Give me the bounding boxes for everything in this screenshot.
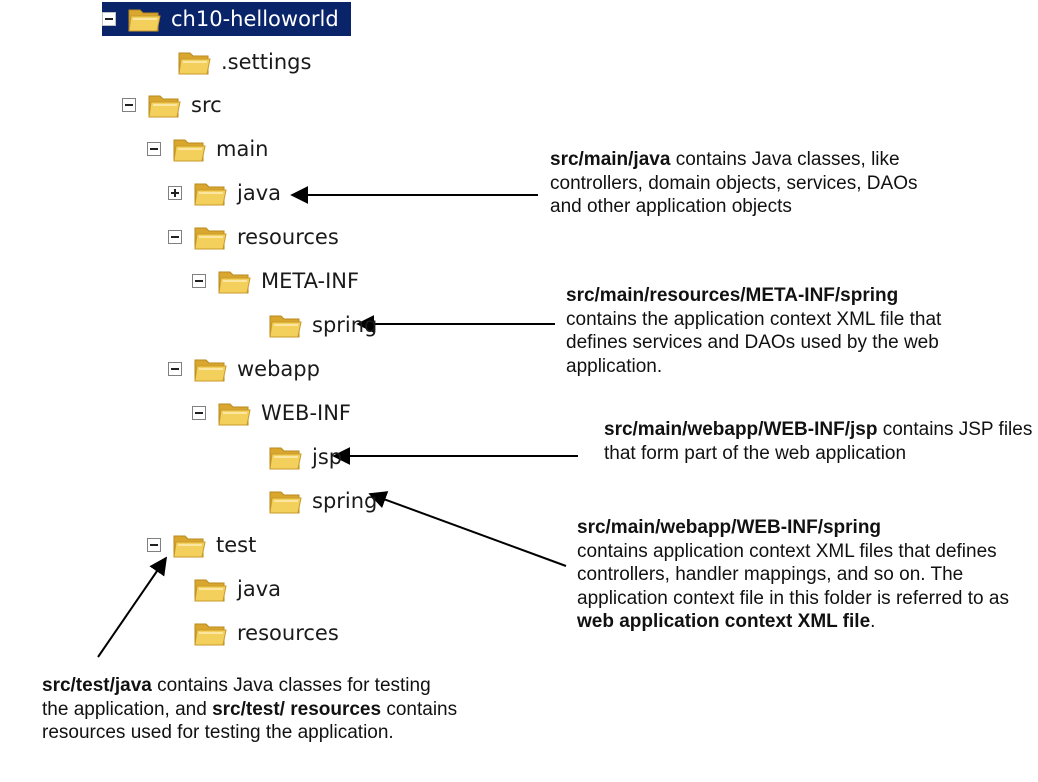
callout-test: src/test/java contains Java classes for … [42,674,462,745]
spacer [168,582,182,596]
folder-icon [147,91,181,119]
tree-node[interactable]: webapp [168,352,320,386]
term-web-app-context: web application context XML file [577,611,871,632]
arrow-test [97,556,168,658]
folder-icon [217,399,251,427]
tree-node-label: resources [237,621,339,645]
expand-icon[interactable] [168,186,182,200]
folder-icon [268,487,302,515]
tree-node[interactable]: java [168,176,281,210]
path-test-resources: src/test/ resources [212,698,382,720]
tree-node[interactable]: spring [243,484,377,518]
collapse-icon[interactable] [168,362,182,376]
spacer [168,626,182,640]
tree-node[interactable]: main [147,132,268,166]
tree-node-label: WEB-INF [261,401,351,425]
desc-webinf-spring-end: . [870,611,876,632]
desc-meta-inf-spring: contains the application context XML fil… [566,308,942,377]
desc-main-java: contains Java classes, like controllers,… [550,149,918,217]
collapse-icon[interactable] [147,538,161,552]
tree-node[interactable]: META-INF [192,264,359,298]
desc-webinf-jsp: contains JSP files that form part of the… [604,419,1033,464]
tree-node-label: webapp [237,357,320,381]
tree-node[interactable]: test [147,528,256,562]
tree-node[interactable]: src [122,88,222,122]
folder-icon [217,267,251,295]
callout-webinf-jsp: src/main/webapp/WEB-INF/jsp contains JSP… [604,418,1034,465]
spacer [152,55,166,69]
callout-meta-inf-spring: src/main/resources/META-INF/spring conta… [566,284,1006,378]
path-main-java: src/main/java [550,149,671,170]
spacer [243,494,257,508]
desc-test-1: contains Java classes for testing the ap… [42,675,431,720]
collapse-icon[interactable] [192,406,206,420]
desc-test-2: contains resources used for testing the … [42,698,458,744]
tree-node-label: .settings [221,50,312,74]
path-test-java: src/test/java [42,675,152,696]
path-webinf-spring: src/main/webapp/WEB-INF/spring [577,517,882,538]
folder-icon [172,531,206,559]
tree-node-label: resources [237,225,339,249]
tree-node-label: spring [312,489,378,513]
collapse-icon[interactable] [102,12,116,26]
tree-node-label: java [237,577,281,601]
path-meta-inf-spring: src/main/resources/META-INF/spring [566,285,899,306]
tree-node-label: spring [312,313,378,337]
tree-node[interactable]: resources [168,220,339,254]
folder-icon [127,5,161,33]
folder-icon [172,135,206,163]
collapse-icon[interactable] [122,98,136,112]
tree-node-label: src [191,93,222,117]
folder-icon [193,223,227,251]
tree-node[interactable]: WEB-INF [192,396,351,430]
tree-node-label: jsp [312,445,343,469]
arrow-webinf-spring [368,491,567,567]
tree-node[interactable]: .settings [152,45,311,79]
tree-node-label: ch10-helloworld [171,7,339,31]
spacer [243,450,257,464]
folder-icon [268,443,302,471]
tree-node[interactable]: spring [243,308,377,342]
folder-icon [193,179,227,207]
collapse-icon[interactable] [147,142,161,156]
callout-webinf-spring: src/main/webapp/WEB-INF/spring contains … [577,516,1025,634]
collapse-icon[interactable] [192,274,206,288]
folder-icon [268,311,302,339]
tree-node-label: META-INF [261,269,360,293]
desc-webinf-spring: contains application context XML files t… [577,540,1009,609]
path-webinf-jsp: src/main/webapp/WEB-INF/jsp [604,419,878,440]
tree-node[interactable]: resources [168,616,339,650]
tree-node-label: java [237,181,281,205]
tree-node[interactable]: ch10-helloworld [102,2,351,36]
callout-main-java: src/main/java contains Java classes, lik… [550,148,930,219]
folder-icon [193,355,227,383]
collapse-icon[interactable] [168,230,182,244]
tree-node[interactable]: java [168,572,281,606]
tree-node[interactable]: jsp [243,440,342,474]
tree-node-label: main [216,137,269,161]
folder-icon [193,619,227,647]
folder-icon [193,575,227,603]
folder-icon [177,48,211,76]
spacer [243,318,257,332]
tree-node-label: test [216,533,257,557]
